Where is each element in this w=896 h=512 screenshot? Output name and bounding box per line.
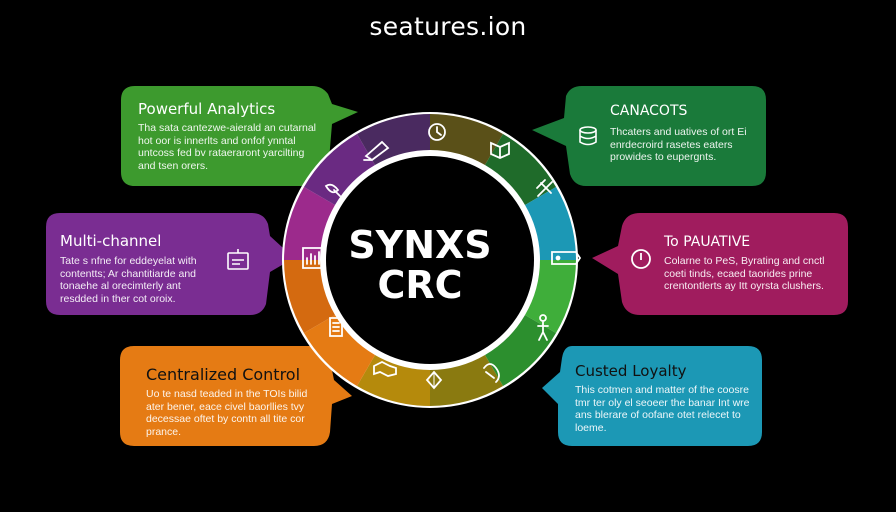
card-paliative-shape (592, 213, 848, 315)
ring-segment-olive (430, 114, 503, 165)
clock-icon (428, 123, 446, 141)
link-icon (483, 363, 500, 383)
card-analytics-heading: Powerful Analytics (138, 100, 276, 118)
diamond-icon (425, 370, 443, 390)
card-loyalty-heading: Custed Loyalty (575, 362, 687, 380)
card-canacots: CANACOTS Thcaters and uatives of ort Ei … (610, 102, 760, 164)
book-icon (490, 141, 510, 159)
card-centralized: Centralized Control Uo te nasd teaded in… (146, 366, 324, 438)
ring-center-hole (326, 156, 534, 364)
card-paliative: To PAUATIVE Colarne to PeS, Byrating and… (664, 233, 836, 293)
card-centralized-body: Uo te nasd teaded in the TOIs bilid ater… (146, 388, 308, 438)
card-loyalty-shape (542, 346, 762, 446)
ring-segment-purple (304, 134, 375, 205)
card-analytics: Powerful Analytics Tha sata cantezwe-aie… (138, 100, 318, 172)
document-icon (329, 317, 343, 337)
page-title: seatures.ion (369, 12, 527, 41)
ring-segment-orange (304, 315, 375, 386)
card-loyalty-body: This cotmen and matter of the coosre tmr… (575, 384, 750, 434)
bar-chart-icon (302, 247, 324, 269)
card-canacots-shape (532, 86, 766, 186)
card-loyalty: Custed Loyalty This cotmen and matter of… (575, 362, 755, 434)
ring-segment-violet (357, 114, 430, 165)
card-paliative-heading: To PAUATIVE (664, 234, 751, 250)
card-paliative-body: Colarne to PeS, Byrating and cnctl coeti… (664, 255, 825, 292)
card-canacots-body: Thcaters and uatives of ort Ei enrdecroi… (610, 126, 747, 163)
card-analytics-body: Tha sata cantezwe-aierald an cutarnal ho… (138, 122, 317, 172)
card-centralized-heading: Centralized Control (146, 365, 301, 384)
ring-segment-darkorange (284, 260, 335, 333)
card-multichannel: Multi-channel Tate s nfne for eddeyelat … (60, 232, 220, 305)
ring-segment-green (525, 260, 576, 333)
card-multichannel-shape (46, 213, 294, 315)
person-icon (537, 314, 549, 341)
chart-board-icon (227, 249, 249, 270)
satellite-icon (536, 179, 553, 197)
ring-segment-magenta (284, 187, 335, 260)
card-multichannel-body: Tate s nfne for eddeyelat with contentts… (60, 255, 197, 305)
center-title-line1: SYNXS (348, 223, 492, 267)
satellite-dish-icon (324, 183, 341, 197)
ring-segment-teal (525, 187, 576, 260)
signature-icon (363, 140, 390, 162)
database-icon (579, 126, 597, 146)
ring-segment-gold (357, 355, 430, 406)
tag-icon (551, 251, 582, 265)
card-analytics-shape (121, 86, 358, 186)
ring-icons (302, 123, 582, 390)
clock-icon (631, 249, 651, 269)
center-title-line2: CRC (377, 263, 463, 307)
segment-ring (282, 112, 578, 408)
ring-segment-lime (485, 315, 556, 386)
handshake-icon (373, 360, 397, 377)
card-centralized-shape (120, 346, 352, 446)
card-multichannel-heading: Multi-channel (60, 232, 162, 250)
card-canacots-heading: CANACOTS (610, 103, 688, 119)
